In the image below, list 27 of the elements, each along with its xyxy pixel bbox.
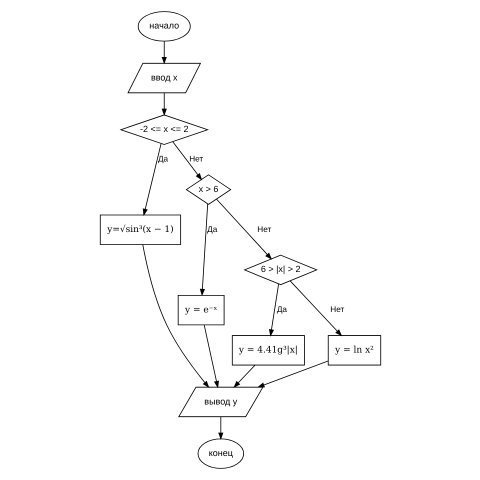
node-box: y = e⁻ˣ xyxy=(177,294,224,326)
node-box: y = ln x² xyxy=(327,335,381,366)
edge-label: Да xyxy=(276,305,286,314)
node-ellipse: начало xyxy=(137,11,190,42)
arrow xyxy=(142,143,161,216)
node-diamond: 6 > |x| > 2 xyxy=(243,254,318,286)
edge-label: Нет xyxy=(188,154,203,164)
edge-label: Да xyxy=(206,224,217,234)
node-diamond: -2 <= x <= 2 xyxy=(119,114,208,145)
node-ellipse: конец xyxy=(197,438,244,469)
arrow xyxy=(161,41,166,64)
arrow xyxy=(216,198,272,260)
edge-label: Нет xyxy=(330,305,344,314)
node-box: y = 4.41g³|x| xyxy=(231,335,304,366)
arrow xyxy=(232,364,255,388)
arrow xyxy=(142,244,209,388)
node-box: y=√sin³(x − 1) xyxy=(99,214,181,245)
arrow xyxy=(203,324,218,388)
arrow xyxy=(289,280,342,336)
arrow xyxy=(268,284,278,337)
arrow xyxy=(218,416,223,440)
edge-label: Нет xyxy=(256,224,271,234)
arrow xyxy=(172,141,202,180)
arrow xyxy=(256,360,328,388)
arrow xyxy=(161,92,166,116)
edge-label: Да xyxy=(157,154,168,164)
arrow xyxy=(199,203,208,296)
